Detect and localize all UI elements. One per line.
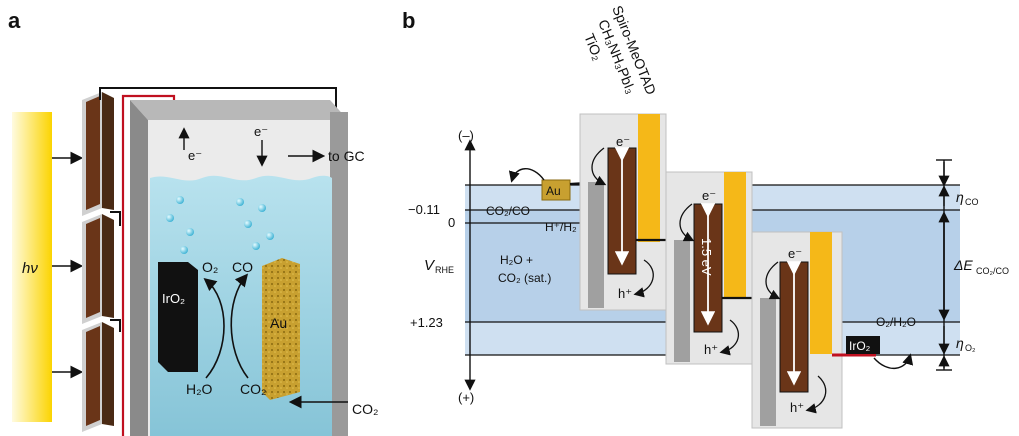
co2-inlet-label: CO₂	[352, 401, 378, 417]
iro2-electrode: IrO₂	[158, 262, 198, 372]
eta-o2-label: η	[956, 335, 964, 351]
co-product: CO	[232, 259, 253, 275]
o2-product: O₂	[202, 259, 218, 275]
axis-title-subscript: RHE	[435, 265, 454, 275]
solar-cell-middle	[82, 214, 114, 324]
bandgap-label: 1.5 eV	[699, 238, 714, 276]
gas-bubbles	[166, 196, 274, 254]
iro2-electrode-label: IrO₂	[162, 291, 185, 306]
co2-co-couple: CO₂/CO	[486, 204, 530, 218]
tick-plus-1-23: +1.23	[410, 315, 443, 330]
cell1-hole: h⁺	[618, 286, 632, 301]
eta-co-label: η	[956, 189, 964, 205]
tick-zero: 0	[448, 215, 455, 230]
sunlight-beam	[12, 112, 52, 422]
au-level-label: Au	[546, 184, 561, 198]
eta-o2-subscript: O₂	[965, 343, 976, 353]
iro2-level-label: IrO₂	[849, 339, 871, 353]
overpotential-brackets	[936, 159, 952, 371]
cell2-electron: e⁻	[702, 188, 716, 203]
light-label: hν	[22, 260, 38, 277]
solar-cell-stack	[82, 92, 114, 432]
electrolyte-line1: H₂O +	[500, 253, 533, 267]
tick-minus-0-11: −0.11	[408, 202, 440, 217]
electrolyte-line2: CO₂ (sat.)	[498, 271, 551, 285]
axis-positive-label: (+)	[458, 390, 474, 405]
solar-cell-bottom	[82, 322, 114, 432]
electron-flow-arrows	[178, 127, 268, 167]
iro2-level	[846, 336, 880, 354]
axis-title: V	[424, 257, 436, 274]
cell2-hole: h⁺	[704, 342, 718, 357]
electrochemical-cell: IrO₂ Au O₂ CO H₂O CO₂ e⁻ e⁻	[130, 100, 378, 436]
reaction-arrows	[203, 273, 249, 379]
panel-a: a hν	[8, 8, 378, 436]
solar-cell-1: e⁻ h⁺	[579, 113, 667, 311]
cell3-hole: h⁺	[790, 400, 804, 415]
solar-cell-2: 1.5 eV e⁻ h⁺	[665, 171, 753, 365]
cell1-electron: e⁻	[616, 134, 630, 149]
h2o-reactant: H₂O	[186, 381, 213, 397]
o2-h2o-couple: O₂/H₂O	[876, 315, 916, 329]
axis-negative-label: (–)	[458, 128, 474, 143]
delta-e-subscript: CO₂/CO	[976, 266, 1009, 276]
solar-cell-top	[82, 92, 114, 216]
delta-e-label: ΔE	[953, 257, 973, 273]
light-arrows	[52, 151, 84, 379]
layer-names: Spiro-MeOTAD CH₃NH₃PbI₃ TiO₂	[581, 3, 659, 97]
iro2-hole-transfer-arrow	[873, 353, 914, 369]
electron-label-anode: e⁻	[188, 148, 202, 163]
solar-cell-3: e⁻ h⁺	[751, 231, 843, 429]
to-gc-label: to GC	[328, 148, 365, 164]
co2-reactant: CO₂	[240, 381, 266, 397]
panel-b-label: b	[402, 8, 415, 33]
au-electron-transfer-arrow	[508, 168, 545, 183]
eta-co-subscript: CO	[965, 197, 979, 207]
h-h2-couple: H⁺/H₂	[545, 220, 577, 234]
au-level	[541, 179, 571, 201]
panel-a-label: a	[8, 8, 21, 33]
panel-b: b Spiro-MeOTAD CH₃NH₃PbI₃ TiO₂ (–) (+) V…	[402, 3, 1009, 429]
cell3-electron: e⁻	[788, 246, 802, 261]
au-electrode-label: Au	[270, 315, 287, 331]
au-electrode: Au	[262, 258, 300, 400]
electron-label-cathode: e⁻	[254, 124, 268, 139]
